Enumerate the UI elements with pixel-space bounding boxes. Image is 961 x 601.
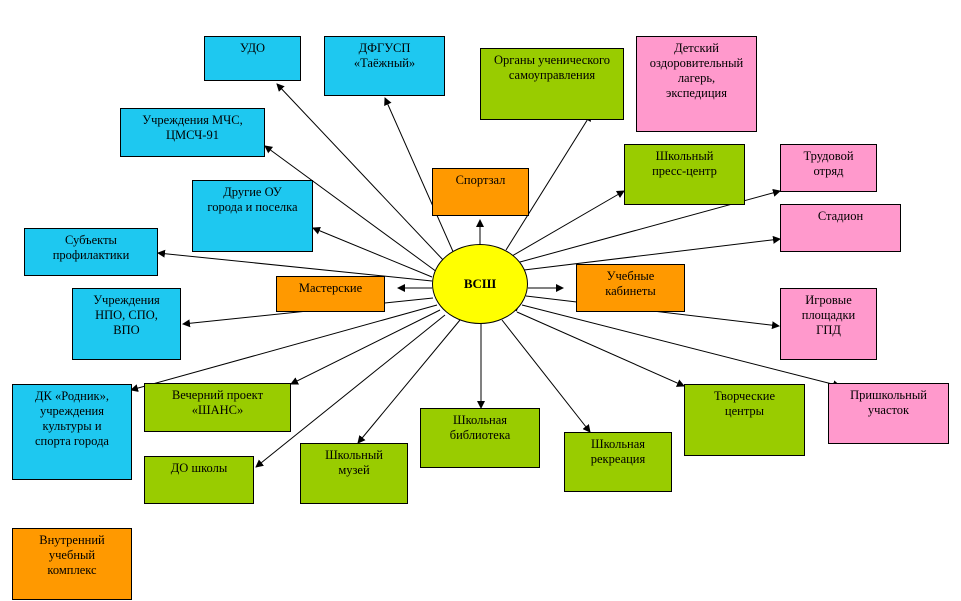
node-sportzal: Спортзал — [432, 168, 529, 216]
arrow-dk-rodnik — [130, 304, 438, 392]
arrow-vecherniy — [290, 309, 441, 385]
arrow-muzey — [357, 319, 461, 444]
node-label: Школьная библиотека — [449, 413, 511, 442]
node-press-centr: Школьный пресс-центр — [624, 144, 745, 205]
node-label: Органы ученического самоуправления — [493, 53, 611, 82]
node-trudovoy: Трудовой отряд — [780, 144, 877, 192]
node-label: Учреждения НПО, СПО, ВПО — [93, 293, 160, 337]
node-masterskie: Мастерские — [276, 276, 385, 312]
node-label: ДК «Родник», учреждения культуры и спорт… — [35, 389, 109, 448]
node-prishkolny: Пришкольный участок — [828, 383, 949, 444]
arrow-organy — [505, 113, 592, 251]
node-muzey: Школьный музей — [300, 443, 408, 504]
arrow-dfgusp — [384, 97, 456, 257]
node-rekreaciya: Школьная рекреация — [564, 432, 672, 492]
node-label: УДО — [239, 41, 266, 55]
arrow-press-centr — [511, 190, 625, 257]
node-label: Школьный музей — [325, 448, 383, 477]
node-label: Учреждения МЧС, ЦМСЧ-91 — [142, 113, 243, 142]
node-label: Пришкольный участок — [850, 388, 927, 417]
node-drugie-ou: Другие ОУ города и поселка — [192, 180, 313, 252]
node-organy: Органы ученического самоуправления — [480, 48, 624, 120]
arrow-drugie-ou — [312, 226, 433, 278]
node-label: Субъекты профилактики — [52, 233, 130, 262]
arrow-udo — [276, 83, 446, 263]
arrow-mchs — [264, 145, 438, 273]
center-node-vssh: ВСШ — [432, 244, 528, 324]
node-label: Игровые площадки ГПД — [801, 293, 856, 337]
center-label: ВСШ — [463, 276, 497, 291]
node-label: ДФГУСП «Таёжный» — [353, 41, 416, 70]
node-label: Детский оздоровительный лагерь, экспедиц… — [649, 41, 744, 100]
arrow-do-shkoly — [255, 314, 446, 468]
node-dk-rodnik: ДК «Родник», учреждения культуры и спорт… — [12, 384, 132, 480]
arrow-prishkolny — [521, 304, 841, 389]
node-lager: Детский оздоровительный лагерь, экспедиц… — [636, 36, 757, 132]
arrow-stadion — [523, 235, 781, 271]
node-subekty: Субъекты профилактики — [24, 228, 158, 276]
node-vecherniy: Вечерний проект «ШАНС» — [144, 383, 291, 432]
node-do-shkoly: ДО школы — [144, 456, 254, 504]
node-biblioteka: Школьная библиотека — [420, 408, 540, 468]
node-igrovye: Игровые площадки ГПД — [780, 288, 877, 360]
node-label: Трудовой отряд — [803, 149, 854, 178]
node-mchs: Учреждения МЧС, ЦМСЧ-91 — [120, 108, 265, 157]
node-label: Спортзал — [455, 173, 506, 187]
node-label: Стадион — [817, 209, 864, 223]
arrow-subekty — [157, 249, 433, 282]
node-uchebnye: Учебные кабинеты — [576, 264, 685, 312]
node-stadion: Стадион — [780, 204, 901, 252]
node-label: Творческие центры — [713, 389, 776, 418]
node-label: Школьная рекреация — [590, 437, 646, 466]
node-label: Внутренний учебный комплекс — [39, 533, 105, 577]
node-tvorcheskie: Творческие центры — [684, 384, 805, 456]
node-label: Учебные кабинеты — [605, 269, 656, 298]
node-label: Вечерний проект «ШАНС» — [171, 388, 264, 417]
node-label: Мастерские — [298, 281, 363, 295]
node-npo: Учреждения НПО, СПО, ВПО — [72, 288, 181, 360]
node-label: ДО школы — [170, 461, 228, 475]
node-udo: УДО — [204, 36, 301, 81]
node-label: Другие ОУ города и поселка — [207, 185, 298, 214]
arrow-tvorcheskie — [516, 311, 685, 387]
node-dfgusp: ДФГУСП «Таёжный» — [324, 36, 445, 96]
arrow-rekreaciya — [501, 319, 591, 433]
node-vnutrenniy: Внутренний учебный комплекс — [12, 528, 132, 600]
node-label: Школьный пресс-центр — [652, 149, 717, 178]
